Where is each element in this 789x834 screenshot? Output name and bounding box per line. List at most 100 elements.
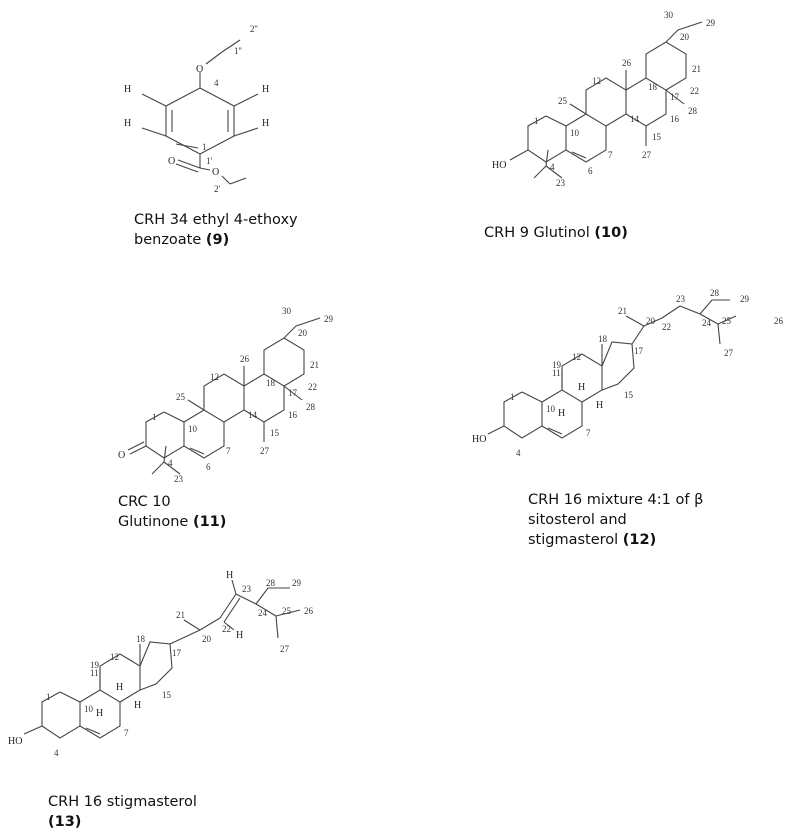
atom-number: 20 <box>298 328 308 338</box>
atom-number: 22 <box>222 624 231 634</box>
atom-number: 21 <box>692 64 701 74</box>
atom-number: 20 <box>646 316 656 326</box>
caption-compound-13: CRH 16 stigmasterol (13) <box>48 792 197 832</box>
caption-line: sitosterol and <box>528 512 627 528</box>
atom-number: 2'' <box>250 24 258 34</box>
atom-number: 21 <box>618 306 627 316</box>
hydroxyl-label: HO <box>492 160 506 171</box>
atom-number: 4 <box>516 448 521 458</box>
hydrogen-label: H <box>578 382 585 393</box>
atom-number: 21 <box>310 360 319 370</box>
atom-number: 7 <box>586 428 591 438</box>
compound-number: (10) <box>594 225 628 241</box>
atom-number: 10 <box>546 404 556 414</box>
atom-number: 23 <box>676 294 686 304</box>
atom-number: 21 <box>176 610 185 620</box>
caption-line: CRH 9 Glutinol <box>484 225 590 241</box>
hydroxyl-label: HO <box>8 736 22 747</box>
atom-number: 28 <box>688 106 698 116</box>
atom-number: 22 <box>308 382 317 392</box>
oxygen-label: O <box>196 64 203 75</box>
atom-number: 18 <box>266 378 276 388</box>
compound-number: (11) <box>192 514 227 530</box>
atom-number: 28 <box>266 578 276 588</box>
atom-number: 20 <box>680 32 690 42</box>
atom-number: 25 <box>282 606 292 616</box>
oxygen-label: O <box>212 167 219 178</box>
atom-number: 23 <box>242 584 252 594</box>
stigmasterol-structure-svg: HO H H H H H 1 4 7 10 11 12 15 17 18 19 … <box>8 570 314 758</box>
atom-number: 29 <box>706 18 716 28</box>
caption-line: benzoate <box>134 232 202 248</box>
hydrogen-label: H <box>96 708 103 719</box>
hydrogen-label: H <box>134 700 141 711</box>
ketone-oxygen-label: O <box>118 450 125 461</box>
structure-glutinone: O 1 4 6 7 10 12 14 15 16 17 18 20 21 22 … <box>106 296 406 496</box>
atom-number: 1 <box>202 142 207 152</box>
atom-number: 12 <box>592 76 601 86</box>
atom-number: 24 <box>702 318 712 328</box>
atom-number: 26 <box>240 354 250 364</box>
structure-glutinol: HO 1 4 6 7 10 12 14 15 16 17 18 20 21 22… <box>488 0 788 200</box>
compound-number: (12) <box>622 532 657 548</box>
hydrogen-label: H <box>124 118 131 129</box>
atom-number: 12 <box>210 372 219 382</box>
atom-number: 25 <box>558 96 568 106</box>
sterol-skeleton <box>487 299 737 439</box>
caption-line: CRH 16 stigmasterol <box>48 794 197 810</box>
atom-number: 7 <box>124 728 129 738</box>
hydrogen-label: H <box>116 682 123 693</box>
atom-number: 26 <box>774 316 784 326</box>
sterol-skeleton <box>23 579 301 739</box>
atom-number: 15 <box>652 132 662 142</box>
caption-compound-10: CRH 9 Glutinol (10) <box>484 223 628 243</box>
sitosterol-structure-svg: HO H H H 1 4 7 10 11 12 15 17 18 19 20 2… <box>472 288 784 458</box>
atom-number: 29 <box>740 294 750 304</box>
hydrogen-label: H <box>236 630 243 641</box>
atom-number: 22 <box>690 86 699 96</box>
atom-number: 6 <box>206 462 211 472</box>
hydrogen-label: H <box>226 570 233 581</box>
atom-number: 27 <box>280 644 290 654</box>
compound-number: (9) <box>205 232 230 248</box>
hydrogen-label: H <box>596 400 603 411</box>
atom-number: 10 <box>188 424 198 434</box>
caption-compound-12: CRH 16 mixture 4:1 of β sitosterol and s… <box>528 490 703 550</box>
atom-number: 30 <box>282 306 292 316</box>
hydrogen-label: H <box>262 84 269 95</box>
atom-number: 11 <box>90 668 99 678</box>
structure-stigmasterol: HO H H H H H 1 4 7 10 11 12 15 17 18 19 … <box>0 566 380 776</box>
atom-number: 22 <box>662 322 671 332</box>
atom-number: 30 <box>664 10 674 20</box>
caption-compound-11: CRC 10 Glutinone (11) <box>118 492 226 532</box>
atom-number: 10 <box>84 704 94 714</box>
atom-number: 17 <box>172 648 182 658</box>
compound-number: (13) <box>48 814 82 830</box>
atom-number: 14 <box>248 410 258 420</box>
structure-ethyl-4-ethoxybenzoate: O H H H H O O 4 1 1' 2' 1'' 2'' <box>110 10 330 200</box>
atom-number: 4 <box>54 748 59 758</box>
atom-number: 6 <box>588 166 593 176</box>
atom-number: 1 <box>46 692 51 702</box>
triterpene-skeleton <box>509 21 703 179</box>
caption-line: Glutinone <box>118 514 189 530</box>
oxygen-label: O <box>168 156 175 167</box>
atom-number: 4 <box>214 78 219 88</box>
atom-number: 1'' <box>234 46 242 56</box>
atom-number: 7 <box>226 446 231 456</box>
atom-number: 4 <box>168 458 173 468</box>
atom-number: 23 <box>174 474 184 484</box>
atom-number: 18 <box>598 334 608 344</box>
atom-number: 4 <box>550 162 555 172</box>
atom-number: 20 <box>202 634 212 644</box>
atom-number: 12 <box>110 652 119 662</box>
atom-number: 18 <box>648 82 658 92</box>
atom-number: 14 <box>630 114 640 124</box>
atom-number: 29 <box>324 314 334 324</box>
triterpene-skeleton <box>127 317 321 475</box>
atom-number: 28 <box>710 288 720 298</box>
atom-number: 27 <box>260 446 270 456</box>
atom-number: 11 <box>552 368 561 378</box>
benzoate-structure-svg: O H H H H O O 4 1 1' 2' 1'' 2'' <box>124 24 269 194</box>
hydroxyl-label: HO <box>472 434 486 445</box>
